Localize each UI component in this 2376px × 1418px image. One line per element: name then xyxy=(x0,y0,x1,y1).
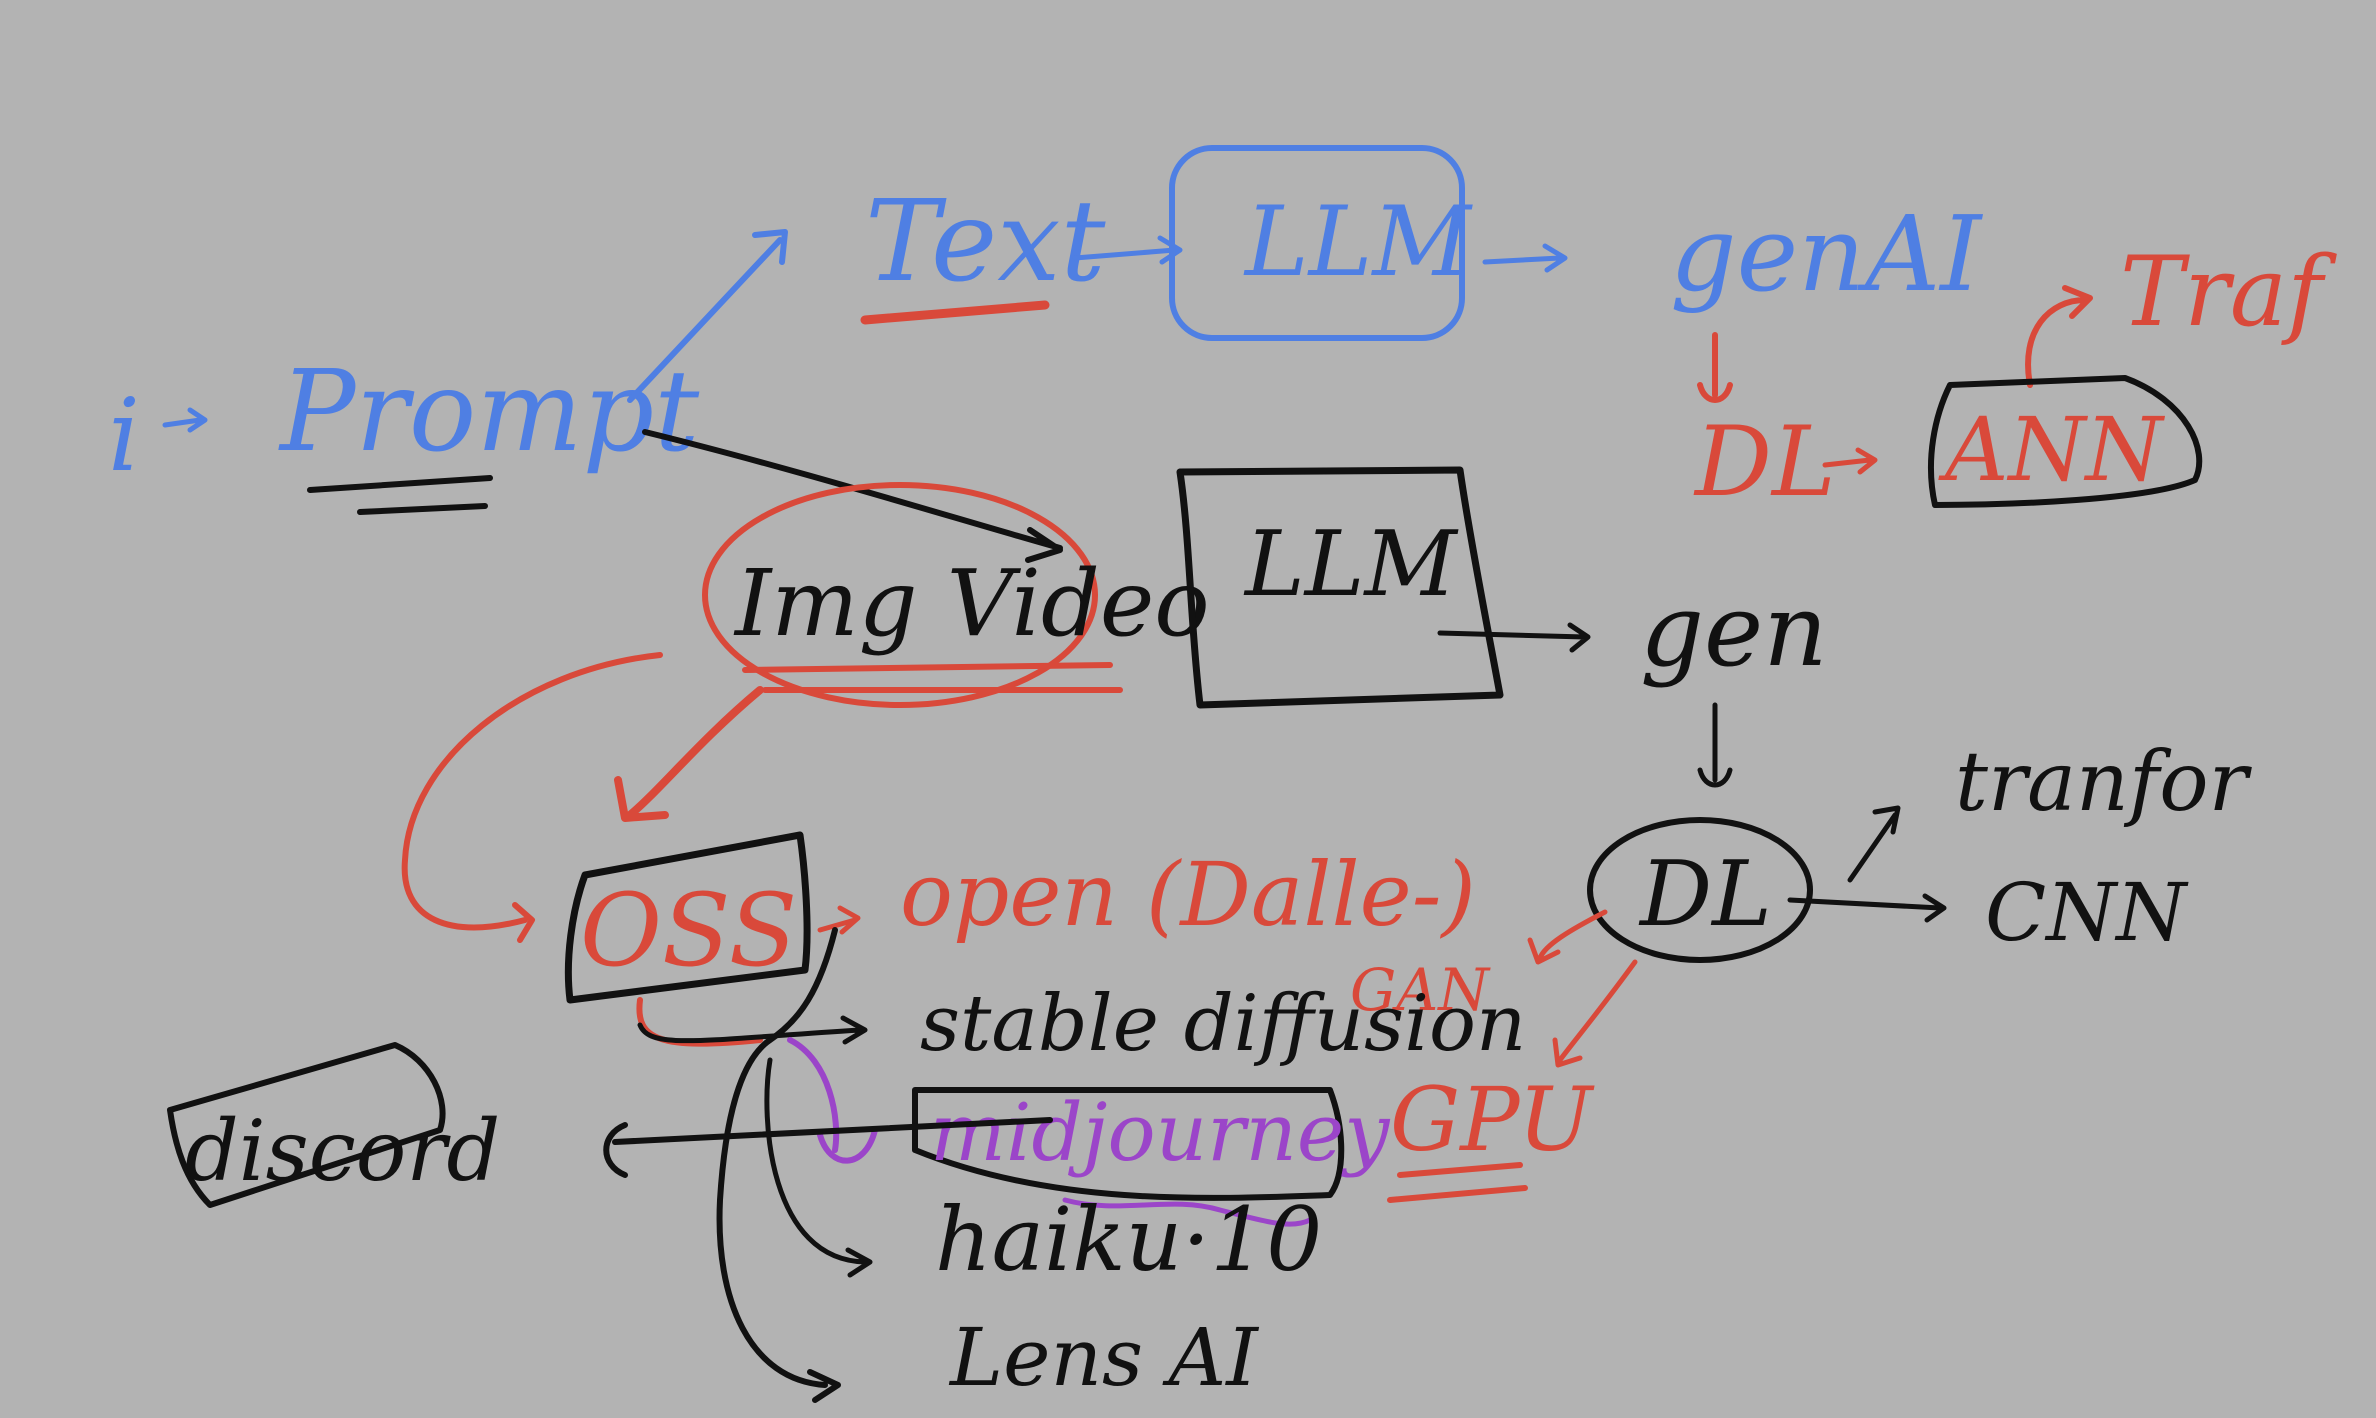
label-genai: genAI xyxy=(1670,193,1983,315)
arrow-gen-dl xyxy=(1697,702,1733,788)
label-gan: GAN xyxy=(1350,956,1491,1024)
label-gpu: GPU xyxy=(1390,1068,1595,1171)
label-img-video: Img Video xyxy=(733,550,1210,657)
arrow-prompt-text xyxy=(627,229,788,403)
trunk-main xyxy=(716,927,841,1403)
box-llm-mid xyxy=(1176,466,1504,709)
label-gen: gen xyxy=(1640,572,1828,689)
curve-to-oss xyxy=(401,652,663,943)
label-transformer: tranfor xyxy=(1955,735,2253,830)
arrow-llm-gen xyxy=(1437,622,1591,653)
label-text: Text xyxy=(865,177,1106,307)
arrow-text-llm xyxy=(1072,235,1183,265)
box-ann xyxy=(1928,375,2203,508)
arrow-dl-gan xyxy=(1527,909,1608,965)
box-llm-top xyxy=(1169,145,1465,341)
label-oss: OSS xyxy=(580,872,797,989)
arrow-to-discord xyxy=(603,1117,1053,1178)
arrow-llm-genai xyxy=(1482,243,1568,273)
arrow-oss-stable xyxy=(637,1015,868,1045)
arrow-img-oss xyxy=(614,686,764,822)
label-cnn: CNN xyxy=(1985,866,2189,959)
arrow-dl-cnn xyxy=(1787,893,1947,923)
prompt-underline xyxy=(307,475,493,515)
arrow-dl-gpu xyxy=(1552,959,1638,1068)
label-dl-red: DL xyxy=(1693,406,1836,518)
label-traf: Traf xyxy=(2120,236,2337,348)
label-llm-mid: LLM xyxy=(1243,512,1459,617)
text-underline xyxy=(860,300,1050,325)
gpu-underline xyxy=(1387,1162,1528,1203)
label-prompt: Prompt xyxy=(278,347,700,477)
arrow-genai-dl xyxy=(1697,332,1733,403)
arrow-prompt-img xyxy=(642,429,1063,563)
label-i: i xyxy=(108,377,140,494)
label-discord: discord xyxy=(185,1102,500,1200)
arrow-dl-transformer xyxy=(1847,805,1901,883)
label-ann: ANN xyxy=(1938,398,2166,501)
label-openai: open (Dalle-) xyxy=(900,843,1476,946)
label-stable-diffusion: stable diffusion xyxy=(920,979,1526,1069)
label-lens-ai: Lens AI xyxy=(948,1311,1259,1404)
page-corner-fold xyxy=(1930,1392,1956,1418)
img-video-underline xyxy=(742,662,1123,693)
label-dl-black: DL xyxy=(1638,842,1772,947)
arrow-ann-traf xyxy=(2025,285,2093,388)
arrow-oss-midjourney xyxy=(787,1037,878,1164)
label-llm-top: LLM xyxy=(1243,186,1474,298)
label-haiku: haiku·10 xyxy=(935,1188,1322,1291)
box-oss xyxy=(564,831,811,1004)
arrow-i-prompt xyxy=(162,407,208,433)
arrow-oss-openai xyxy=(817,905,861,935)
arrow-dl-ann xyxy=(1822,447,1878,475)
oval-img-video xyxy=(702,482,1098,708)
box-discord xyxy=(167,1042,446,1208)
oval-dl xyxy=(1587,817,1813,963)
label-midjourney: midjourney xyxy=(930,1086,1391,1179)
arrow-to-haiku xyxy=(764,1057,873,1278)
box-midjourney xyxy=(912,1087,1345,1201)
midjourney-underline xyxy=(1062,1197,1313,1227)
